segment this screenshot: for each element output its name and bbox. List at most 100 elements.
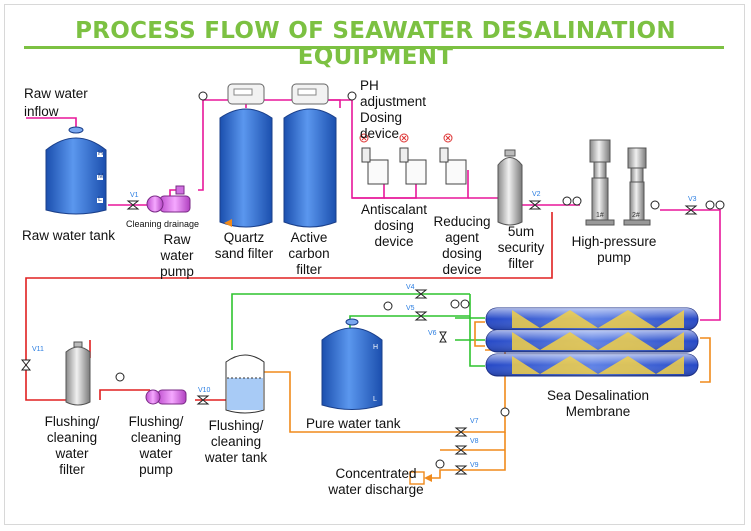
flushing-pump (145, 389, 187, 405)
raw-water-pump-label-1: Raw (163, 232, 191, 247)
valves (20, 200, 698, 475)
valve-v7-tag: V7 (470, 418, 479, 425)
valve-v4-tag: V4 (406, 284, 415, 291)
raw-water-inflow-label-2: inflow (24, 104, 59, 119)
antiscalant-label-1: Antiscalant (360, 202, 428, 217)
ph-label-2: adjustment (360, 94, 427, 109)
ph-label-3: Dosing (360, 110, 403, 125)
concentrated-label-2: water discharge (328, 482, 424, 497)
valve-v3-tag: V3 (688, 196, 697, 203)
valve-v5 (414, 311, 428, 321)
ph-label-1: PH (360, 78, 379, 93)
membrane-vessels (485, 307, 699, 377)
ph-label-4: device (360, 126, 400, 141)
ph-dosing-device (359, 133, 389, 185)
security-label-2: security (497, 240, 545, 255)
ph-adjustment-label: PH adjustment Dosing device (360, 78, 426, 142)
flush-pump-label-3: water (139, 446, 173, 461)
pipe-permeate-collector (469, 294, 485, 367)
pipe-pump-to-filter (99, 389, 150, 400)
gauge-6 (705, 200, 715, 210)
pure-water-tank-label: Pure water tank (306, 416, 401, 431)
reducing-label-3: dosing (442, 246, 482, 261)
reducing-agent-label: Reducing agent dosing device (428, 214, 496, 278)
gauge-1 (198, 91, 208, 101)
discharge-arrow-icon (424, 474, 432, 482)
valve-v10 (196, 395, 210, 405)
antiscalant-label-3: device (374, 234, 414, 249)
gauge-13 (435, 459, 445, 469)
pipe-concentrate-out (430, 432, 506, 479)
flushing-filter (65, 341, 91, 406)
raw-water-pump (146, 185, 191, 213)
valve-v1-tag: V1 (130, 192, 139, 199)
gauge-10 (383, 301, 393, 311)
raw-water-tank-label: Raw water tank (22, 228, 116, 243)
active-carbon-filter-label: Active carbon filter (284, 230, 334, 278)
reducing-agent-dosing-device (439, 133, 467, 185)
raw-water-pump-label-3: pump (160, 264, 194, 279)
flush-tank-label-3: water tank (204, 450, 268, 465)
membrane-vessel-1 (485, 307, 699, 331)
flushing-water-tank (225, 354, 265, 414)
flushing-pump-label: Flushing/ cleaning water pump (122, 414, 190, 478)
valve-v7 (454, 427, 468, 437)
valve-v3 (684, 205, 698, 215)
reducing-label-2: agent (445, 230, 479, 245)
quartz-label-2: sand filter (214, 246, 274, 261)
discharge-outlet (409, 471, 425, 485)
raw-tank-marker-h: H (98, 150, 104, 157)
pipe-membrane-loop1 (474, 321, 485, 347)
flush-pump-label-4: pump (139, 462, 173, 477)
high-pressure-pump-2 (623, 147, 651, 226)
flush-filter-label-2: cleaning (46, 430, 98, 445)
flush-pump-label-2: cleaning (130, 430, 182, 445)
valve-v6 (439, 331, 447, 343)
pipe-feed-return (25, 212, 553, 401)
raw-water-tank (45, 126, 107, 215)
antiscalant-label: Antiscalant dosing device (356, 202, 432, 250)
cleaning-drainage-label: Cleaning drainage (126, 219, 200, 229)
pure-tank-marker-l: L (373, 396, 377, 403)
quartz-label-1: Quartz (223, 230, 265, 245)
pump-2-tag: 2# (632, 212, 640, 219)
gauge-11 (115, 372, 125, 382)
flush-filter-label-3: water (55, 446, 89, 461)
carbon-label-3: filter (296, 262, 322, 277)
pipe-hp-to-membrane (660, 209, 721, 321)
valve-v9-tag: V9 (470, 462, 479, 469)
level-marker-l (97, 198, 103, 203)
reducing-label-4: device (442, 262, 482, 277)
reducing-label-1: Reducing (433, 214, 491, 229)
hp-label-1: High-pressure (571, 234, 657, 249)
membrane-label-2: Membrane (565, 404, 631, 419)
concentrated-discharge-label: Concentrated water discharge (318, 466, 434, 498)
pipe-permeate-to-pure (349, 315, 470, 332)
raw-water-pump-label: Raw water pump (155, 232, 199, 280)
concentrated-label-1: Concentrated (335, 466, 417, 481)
raw-tank-marker-l: L (98, 196, 102, 203)
valve-v8 (454, 445, 468, 455)
quartz-sand-filter-label: Quartz sand filter (206, 230, 282, 262)
security-filter-label: 5um security filter (492, 224, 550, 272)
carbon-label-1: Active (290, 230, 328, 245)
raw-water-pump-label-2: water (160, 248, 194, 263)
valve-v2-tag: V2 (532, 191, 541, 198)
dosing-alarm-icons (361, 135, 451, 141)
flush-filter-label-4: filter (59, 462, 85, 477)
drain-arrow-icon (224, 219, 232, 227)
valve-v10-tag: V10 (198, 387, 211, 394)
valve-v5-tag: V5 (406, 305, 415, 312)
membrane-label: Sea Desalination Membrane (530, 388, 666, 420)
raw-water-inflow-label: Raw water (24, 86, 88, 101)
level-marker-m (97, 175, 103, 180)
gauge-12 (500, 407, 510, 417)
carbon-label-2: carbon (288, 246, 330, 261)
pump-1-tag: 1# (596, 212, 604, 219)
pipe-inflow (26, 117, 77, 130)
valve-v4 (414, 289, 428, 299)
membrane-vessel-3 (485, 353, 699, 377)
gauge-9 (460, 299, 470, 309)
antiscalant-label-2: dosing (374, 218, 414, 233)
